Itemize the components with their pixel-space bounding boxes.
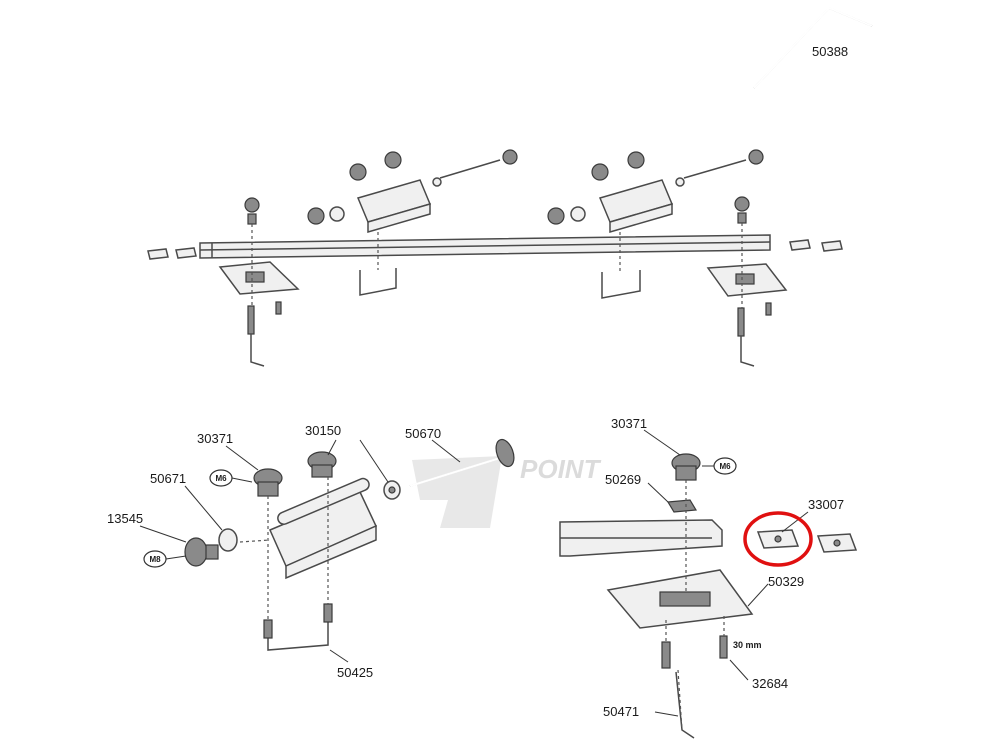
part-number-33007: 33007	[808, 497, 844, 512]
nut-icon	[666, 499, 698, 513]
overview-assembly	[147, 149, 843, 367]
part-number-50471: 50471	[603, 704, 639, 719]
m6-badge-left: M6	[209, 469, 233, 487]
svg-text:M6: M6	[719, 462, 731, 471]
part-number-13545: 13545	[107, 511, 143, 526]
knob-icon	[184, 537, 219, 567]
knob-icon	[671, 453, 701, 481]
knob-icon	[253, 468, 283, 497]
watermark-logo: POINT	[412, 454, 602, 528]
part-number-50671: 50671	[150, 471, 186, 486]
foot-detail-assembly	[559, 429, 858, 739]
svg-text:M8: M8	[149, 555, 161, 564]
m8-badge-left: M8	[143, 550, 167, 568]
part-number-50388: 50388	[812, 44, 848, 59]
m6-badge-right: M6	[713, 457, 737, 475]
part-number-30371-right: 30371	[611, 416, 647, 431]
hex-key-icon	[753, 6, 873, 89]
knob-icon	[307, 451, 337, 478]
part-number-30150: 30150	[305, 423, 341, 438]
watermark-text: POINT	[520, 454, 602, 484]
part-number-50329: 50329	[768, 574, 804, 589]
part-number-50670: 50670	[405, 426, 441, 441]
part-number-50425: 50425	[337, 665, 373, 680]
clamp-detail-assembly	[139, 438, 515, 663]
part-number-50269: 50269	[605, 472, 641, 487]
svg-text:M6: M6	[215, 474, 227, 483]
part-number-32684: 32684	[752, 676, 788, 691]
spacer-icon	[218, 528, 238, 552]
part-number-30371: 30371	[197, 431, 233, 446]
highlight-ring	[743, 511, 813, 567]
dimension-label: 30 mm	[733, 640, 762, 650]
